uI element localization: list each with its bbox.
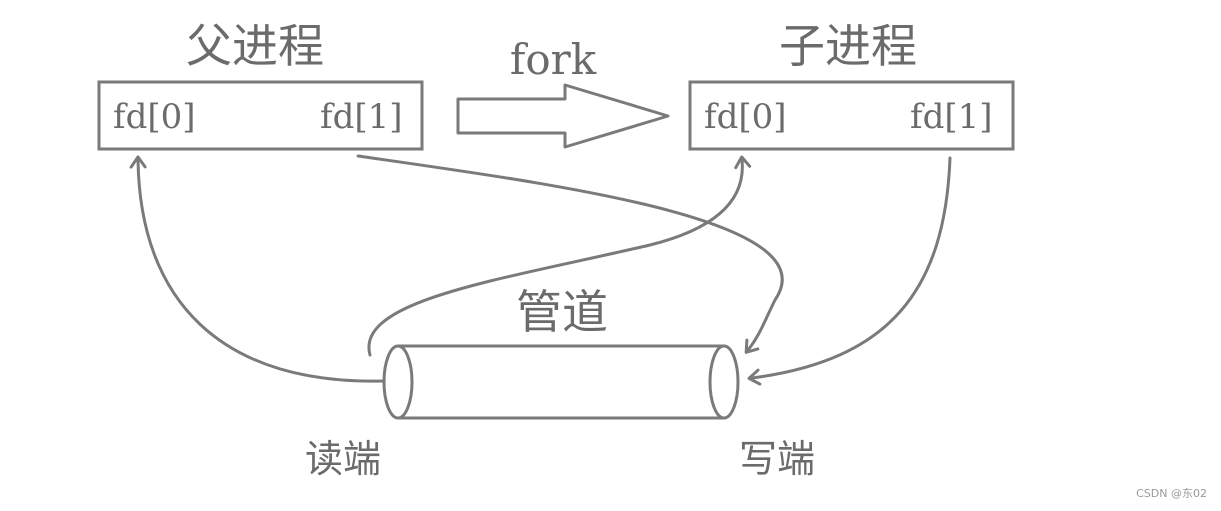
arrow-child-fd1-to-write [747,156,952,386]
watermark: CSDN @东02 [1136,487,1207,500]
arrow-parent-fd1-to-write [356,154,784,354]
parent-process-title: 父进程 [186,19,324,73]
child-process-box [688,80,1015,151]
read-end-label: 读端 [305,437,381,481]
child-process-title: 子进程 [779,19,917,73]
arrow-read-to-parent-fd0 [129,155,386,383]
parent-fd0-label: fd[0] [113,97,196,137]
pipe-write-end [708,344,740,420]
pipe-title: 管道 [516,285,608,339]
fork-arrow [456,83,670,149]
child-fd0-label: fd[0] [704,97,787,137]
write-end-label: 写端 [739,437,815,481]
parent-process-box [97,80,424,151]
fork-label: fork [510,35,597,84]
arrow-read-to-child-fd0 [367,155,752,357]
child-fd1-label: fd[1] [910,97,993,137]
pipe-read-end [382,344,414,420]
parent-fd1-label: fd[1] [320,97,403,137]
